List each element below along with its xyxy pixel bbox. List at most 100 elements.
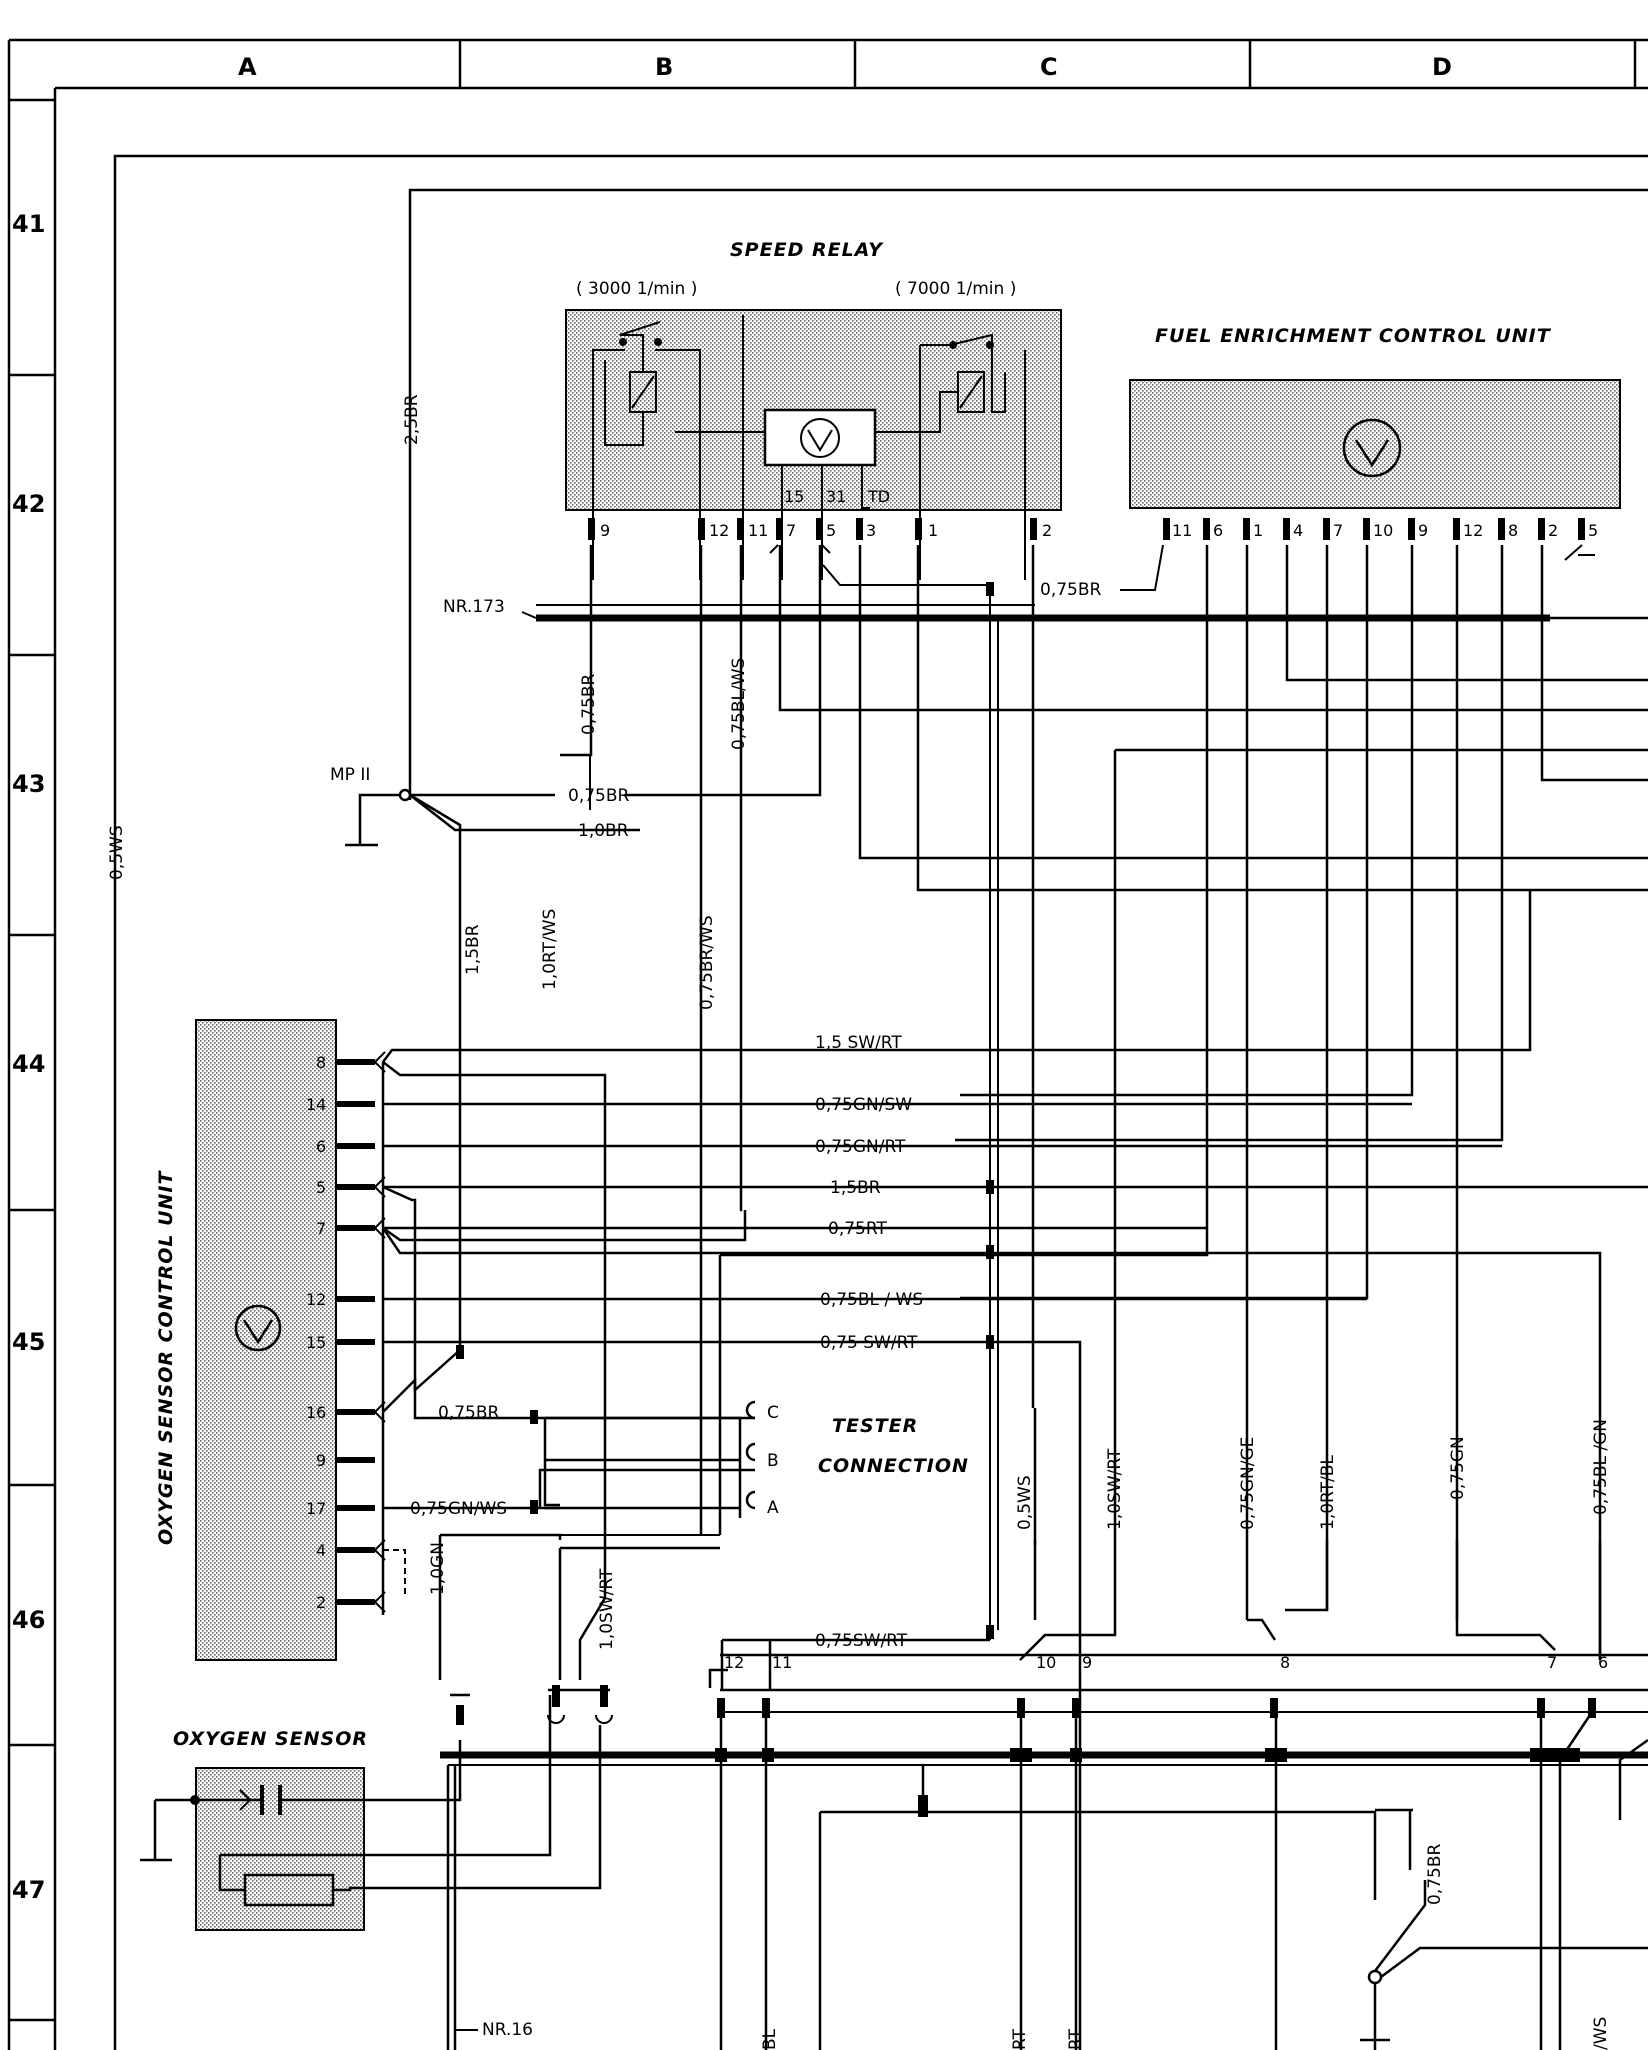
vertical-bus-0-5ws: [986, 582, 1037, 1640]
wire-label-15br: 1,5BR: [830, 1178, 881, 1198]
fuel-enrichment-unit: FUEL ENRICHMENT CONTROL UNIT 11 6 1 4 7 …: [1129, 325, 1621, 540]
tester-pin-a: A: [767, 1498, 779, 1518]
tester-pin-b: B: [767, 1451, 779, 1471]
speed-relay-title: SPEED RELAY: [730, 239, 884, 261]
connector-pin-9: 9: [1082, 1653, 1092, 1672]
grid-row-47: 47: [12, 1876, 45, 1904]
lower-connector-row: 12 11 10 9 8 7 6: [440, 1653, 1648, 2050]
wire-label-075br-mp: 0,75BR: [568, 786, 630, 806]
grid-row-45: 45: [12, 1328, 45, 1356]
bottom-label-rt-1: RT: [1010, 2028, 1030, 2050]
connector-pin-10: 10: [1036, 1653, 1056, 1672]
tester-title-line1: TESTER: [832, 1415, 918, 1437]
wire-label-075rt: 0,75RT: [828, 1219, 887, 1239]
wire-label-v-10rtbl: 1,0RT/BL: [1318, 1455, 1338, 1530]
grid-row-42: 42: [12, 490, 45, 518]
plug-connector-a: [547, 1685, 613, 1724]
oxygen-ctrl-box: [195, 1019, 337, 1661]
fe-pin-11: 11: [1172, 521, 1192, 540]
wire-label-v-075blgn: 0,75BL /GN: [1591, 1419, 1611, 1515]
lower-ground-point: [818, 1765, 1648, 2050]
wire-label-05ws-left: 0,5WS: [107, 825, 127, 880]
speed-relay-wires: [560, 544, 1648, 1535]
bottom-label-ws: /WS: [1591, 2017, 1611, 2050]
node-nr16: NR.16: [482, 2020, 533, 2040]
o2-pin-4: 4: [316, 1541, 326, 1560]
grid-col-a: A: [238, 53, 257, 81]
node-mp2: MP II: [330, 765, 370, 785]
grid-column-labels: A B C D: [238, 53, 1452, 81]
wire-label-075blws-v: 0,75BL/WS: [729, 658, 749, 750]
o2-pin-5: 5: [316, 1178, 326, 1197]
speed-relay-inner-td: TD: [867, 487, 890, 506]
bus-nr173: NR.173: [443, 597, 1648, 622]
wire-label-075br-top: 0,75BR: [579, 673, 599, 735]
wire-label-25br: 2,5BR: [402, 394, 422, 445]
o2-pin-7: 7: [316, 1219, 326, 1238]
speed-relay-pin-7: 7: [786, 521, 796, 540]
wire-label-10br-mp: 1,0BR: [578, 821, 629, 841]
grid-row-44: 44: [12, 1050, 45, 1078]
wire-label-15br-v: 1,5BR: [463, 924, 483, 975]
fe-pin-2: 2: [1548, 521, 1558, 540]
oxygen-sensor: OXYGEN SENSOR: [140, 1695, 602, 2050]
wire-label-v-10gn: 1,0GN: [428, 1542, 448, 1595]
fe-pin-10: 10: [1373, 521, 1393, 540]
wire-label-075br-relay: 0,75BR: [1040, 580, 1102, 600]
o2-pin-14: 14: [306, 1095, 326, 1114]
o2-pin-6: 6: [316, 1137, 326, 1156]
o2-pin-16: 16: [306, 1403, 326, 1422]
grid-row-labels: 41 42 43 44 45 46 47: [12, 210, 45, 1904]
oxygen-sensor-title: OXYGEN SENSOR: [173, 1728, 368, 1750]
grid-col-d: D: [1432, 53, 1452, 81]
wire-label-075gnsw: 0,75GN/SW: [815, 1095, 912, 1115]
connector-pin-7: 7: [1547, 1653, 1557, 1672]
connector-pin-8: 8: [1280, 1653, 1290, 1672]
fe-pin-5: 5: [1588, 521, 1598, 540]
speed-relay-pin-5: 5: [826, 521, 836, 540]
mp2-ground-point: MP II: [330, 755, 640, 1350]
grid-col-b: B: [655, 53, 673, 81]
grid-row-43: 43: [12, 770, 45, 798]
speed-relay-inner-15: 15: [784, 487, 804, 506]
fuel-enrichment-title: FUEL ENRICHMENT CONTROL UNIT: [1155, 325, 1552, 347]
fe-pin-8: 8: [1508, 521, 1518, 540]
fe-pin-4: 4: [1293, 521, 1303, 540]
lower-connectors: 12 11 10 9 8 7 6: [708, 1653, 1608, 1718]
speed-relay-pin-9: 9: [600, 521, 610, 540]
node-nr173: NR.173: [443, 597, 505, 617]
fe-pin-1: 1: [1253, 521, 1263, 540]
wire-label-v-10swrt-low: 1,0SW/RT: [597, 1568, 617, 1650]
o2-pin-15: 15: [306, 1333, 326, 1352]
speed-relay-pin-1: 1: [928, 521, 938, 540]
speed-relay-pin-2: 2: [1042, 521, 1052, 540]
tester-title-line2: CONNECTION: [818, 1455, 969, 1477]
wire-label-075br-tester: 0,75BR: [438, 1403, 500, 1423]
speed-relay-pin-3: 3: [866, 521, 876, 540]
tester-pin-c: C: [767, 1403, 779, 1423]
wire-label-075swrt: 0,75 SW/RT: [820, 1333, 918, 1353]
fuel-enrichment-box: [1129, 379, 1621, 509]
oxygen-sensor-control-unit: OXYGEN SENSOR CONTROL UNIT 8 14 6 5 7 12…: [155, 1019, 386, 1661]
o2-pin-8: 8: [316, 1053, 326, 1072]
oxygen-ctrl-title: OXYGEN SENSOR CONTROL UNIT: [155, 1170, 177, 1545]
wire-label-10rtws: 1,0RT/WS: [540, 909, 560, 990]
wire-label-075gnrt: 0,75GN/RT: [815, 1137, 906, 1157]
plug-connector-b: [450, 1693, 470, 1725]
fuel-enrichment-transistor-icon: [1342, 418, 1402, 478]
speed-relay-transistor-icon: [800, 418, 840, 458]
fuel-enrichment-wires: [720, 544, 1648, 1620]
connector-pin-6: 6: [1598, 1653, 1608, 1672]
wire-label-075blws: 0,75BL / WS: [820, 1290, 923, 1310]
wire-label-v-075br-low: 0,75BR: [1425, 1843, 1445, 1905]
grid-col-c: C: [1040, 53, 1058, 81]
wire-label-075brws: 0,75BR/WS: [697, 915, 717, 1010]
oxygen-ctrl-pins: 8 14 6 5 7 12 15 16 9 17 4 2: [306, 1053, 326, 1612]
o2-pin-2: 2: [316, 1593, 326, 1612]
speed-relay-pin-12: 12: [709, 521, 729, 540]
o2-pin-9: 9: [316, 1451, 326, 1470]
o2-pin-12: 12: [306, 1290, 326, 1309]
supply-wires: [113, 154, 1648, 2050]
o2-pin-17: 17: [306, 1499, 326, 1518]
